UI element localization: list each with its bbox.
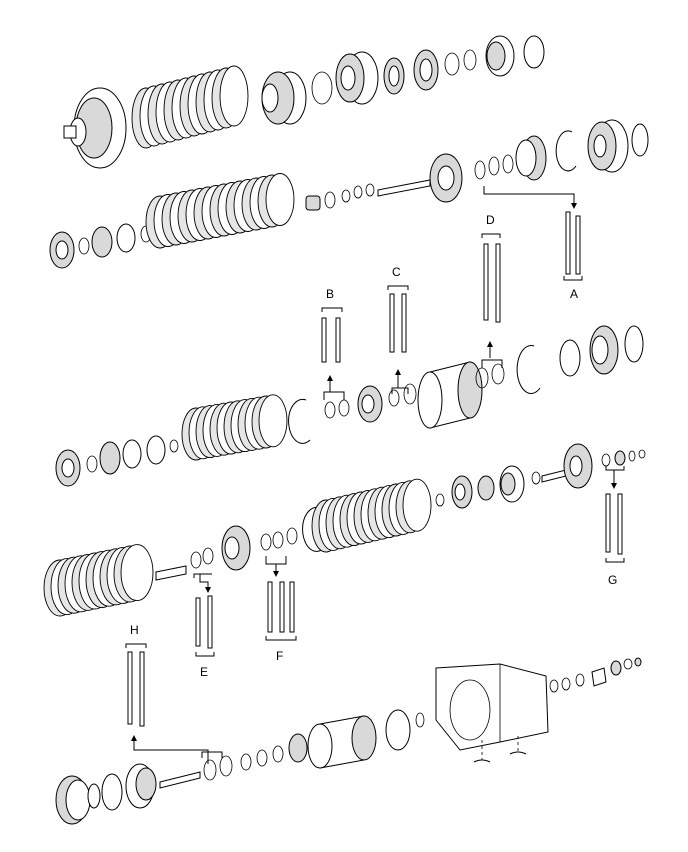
clutch-hub [515, 135, 547, 181]
clutch-plate [265, 173, 295, 226]
callout-A: A [483, 186, 583, 301]
clutch-pack-4 [43, 544, 154, 617]
input-shaft [377, 153, 463, 203]
intermediate-shaft [541, 443, 593, 489]
rear-drum [55, 775, 101, 825]
row-4-parts [43, 443, 646, 617]
sprag [91, 226, 113, 258]
clutch-plate [402, 478, 432, 532]
carrier-drum [417, 361, 483, 429]
clutch-drum-1 [261, 71, 307, 125]
output-shaft-stub [155, 565, 187, 581]
snap-ring [288, 398, 311, 444]
callout-label-C: C [392, 265, 401, 279]
thrust-washer [444, 52, 460, 76]
transmission-case [435, 663, 549, 751]
snap-ring [555, 130, 577, 172]
sun-gear [357, 385, 383, 423]
callout-E: E [193, 573, 215, 679]
rear-case-drum [307, 715, 377, 769]
washer [78, 237, 90, 255]
clutch-pack-5 [311, 478, 432, 553]
clutch-pack-1 [131, 65, 249, 149]
callout-F: F [265, 556, 297, 663]
clutch-drum-3 [587, 119, 629, 173]
clutch-plate [258, 394, 288, 448]
row-3-parts [55, 325, 644, 487]
snap-ring [516, 344, 541, 394]
callout-label-F: F [276, 649, 283, 663]
clutch-drum-2 [335, 51, 379, 105]
callout-label-G: G [608, 573, 617, 587]
output-shaft [159, 771, 201, 789]
callout-label-A: A [570, 287, 578, 301]
output-flange [591, 667, 607, 687]
one-way-clutch [383, 57, 405, 95]
callout-H: H [125, 623, 223, 764]
snap-ring [311, 71, 333, 105]
row-1-parts [63, 35, 545, 169]
clutch-plate [219, 65, 249, 127]
clutch-pack-2 [145, 173, 295, 249]
ring-gear-2 [589, 325, 619, 375]
snap-ring [523, 35, 545, 69]
clutch-plate [120, 544, 154, 602]
bearing [463, 49, 477, 71]
callout-label-D: D [486, 213, 495, 227]
callout-D: D [481, 213, 503, 368]
bushing [305, 195, 321, 211]
hub [451, 475, 473, 509]
callout-G: G [605, 466, 625, 587]
piston [499, 465, 525, 503]
callout-B: B [321, 287, 345, 400]
row-2-parts [49, 119, 649, 269]
clutch-pack-3 [181, 394, 288, 461]
callout-label-H: H [130, 623, 139, 637]
callout-label-E: E [200, 665, 208, 679]
output-gear [125, 763, 157, 809]
ring-gear [485, 35, 515, 77]
snap-ring [302, 506, 325, 552]
planetary-gear [413, 49, 439, 91]
callout-C: C [387, 265, 409, 394]
planetary-carrier [221, 525, 251, 571]
row-5-parts [55, 657, 642, 825]
callout-label-B: B [326, 287, 334, 301]
oil-pump [63, 87, 127, 169]
